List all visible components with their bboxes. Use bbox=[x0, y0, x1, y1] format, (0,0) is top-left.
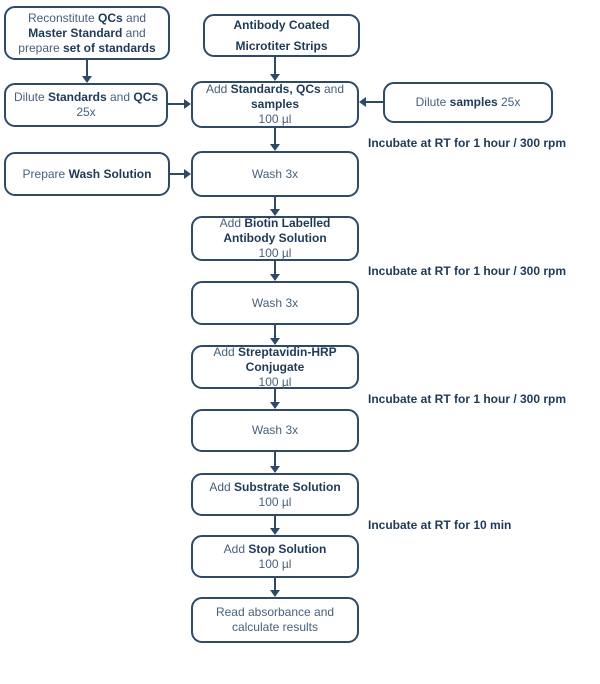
annotation-incubate-1hour-3: Incubate at RT for 1 hour / 300 rpm bbox=[368, 392, 567, 406]
annotation-incubate-1hour-2: Incubate at RT for 1 hour / 300 rpm bbox=[368, 264, 567, 278]
arrow-down-add-standards-to-wash1 bbox=[270, 128, 280, 151]
step-wash-3x-2: Wash 3x bbox=[191, 281, 359, 325]
step-prepare-wash-solution: Prepare Wash Solution bbox=[4, 152, 170, 196]
arrow-down-streptavidin-to-wash3 bbox=[270, 389, 280, 409]
arrow-down-substrate-to-stop bbox=[270, 516, 280, 535]
step-dilute-samples: Dilute samples 25x bbox=[383, 82, 553, 123]
annotation-incubate-1hour-1: Incubate at RT for 1 hour / 300 rpm bbox=[368, 136, 567, 150]
arrow-down-wash2-to-streptavidin bbox=[270, 325, 280, 345]
arrow-left-dilute-samples-to-add-standards bbox=[359, 97, 383, 107]
arrow-right-dilute-to-add-standards bbox=[168, 99, 191, 109]
step-wash-3x-1: Wash 3x bbox=[191, 151, 359, 197]
arrow-down-biotin-to-wash2 bbox=[270, 261, 280, 281]
arrow-down-reconstitute-to-dilute bbox=[82, 60, 92, 83]
arrow-down-wash1-to-biotin bbox=[270, 197, 280, 216]
arrow-down-stop-to-read bbox=[270, 578, 280, 597]
step-wash-3x-3: Wash 3x bbox=[191, 409, 359, 452]
arrow-right-wash-solution-to-wash1 bbox=[170, 169, 191, 179]
arrow-down-strips-to-add-standards bbox=[270, 57, 280, 81]
annotation-incubate-10min: Incubate at RT for 10 min bbox=[368, 518, 512, 532]
arrow-down-wash3-to-substrate bbox=[270, 452, 280, 473]
